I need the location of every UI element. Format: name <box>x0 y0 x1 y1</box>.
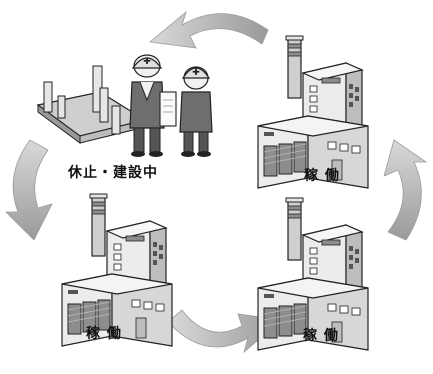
construction-site-icon <box>36 65 147 144</box>
node-label-operating-top-right: 稼 働 <box>304 168 340 184</box>
cycle-arrow-left <box>5 139 53 241</box>
worker-icon: ✚ ✚ <box>129 54 213 157</box>
svg-text:✚: ✚ <box>192 68 200 78</box>
blueprint-icon <box>159 91 177 127</box>
cycle-arrow-right <box>383 139 428 241</box>
cycle-arrows <box>5 10 428 354</box>
svg-text:✚: ✚ <box>143 57 151 67</box>
node-label-idle-construction: 休止・建設中 <box>68 165 158 181</box>
node-label-operating-bottom-left: 稼 働 <box>86 326 122 342</box>
cycle-arrow-top <box>149 10 269 49</box>
node-label-operating-bottom-right: 稼 働 <box>303 328 339 344</box>
